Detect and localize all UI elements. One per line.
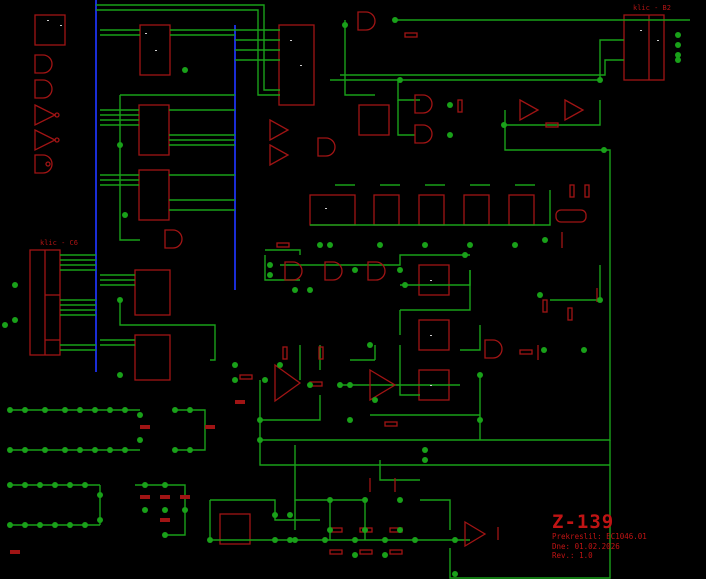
pin-labels [47,20,659,386]
redrawn-by: Prekreslil: EC1046.01 [552,532,647,541]
drawing-title: Z-139 [552,511,615,533]
drawing-date: Dne: 01.02.2026 [552,541,620,551]
drawing-revision: Rev.: 1.0 [552,551,593,560]
logic-gate-column [34,14,66,174]
wires [10,4,690,579]
passive-components [10,32,590,555]
connector-klic-c6: klic - C6 [29,239,78,356]
junctions [2,17,681,577]
connector-klic-b2: klic - B2 [623,4,671,81]
data-bus-lines [95,0,236,372]
active-components [164,11,598,548]
ic-chips [134,24,535,545]
connector-label-b2: klic - B2 [633,4,671,12]
title-block: Z-139 Prekreslil: EC1046.01 Dne: 01.02.2… [552,512,647,561]
connector-label-c6: klic - C6 [40,239,78,247]
